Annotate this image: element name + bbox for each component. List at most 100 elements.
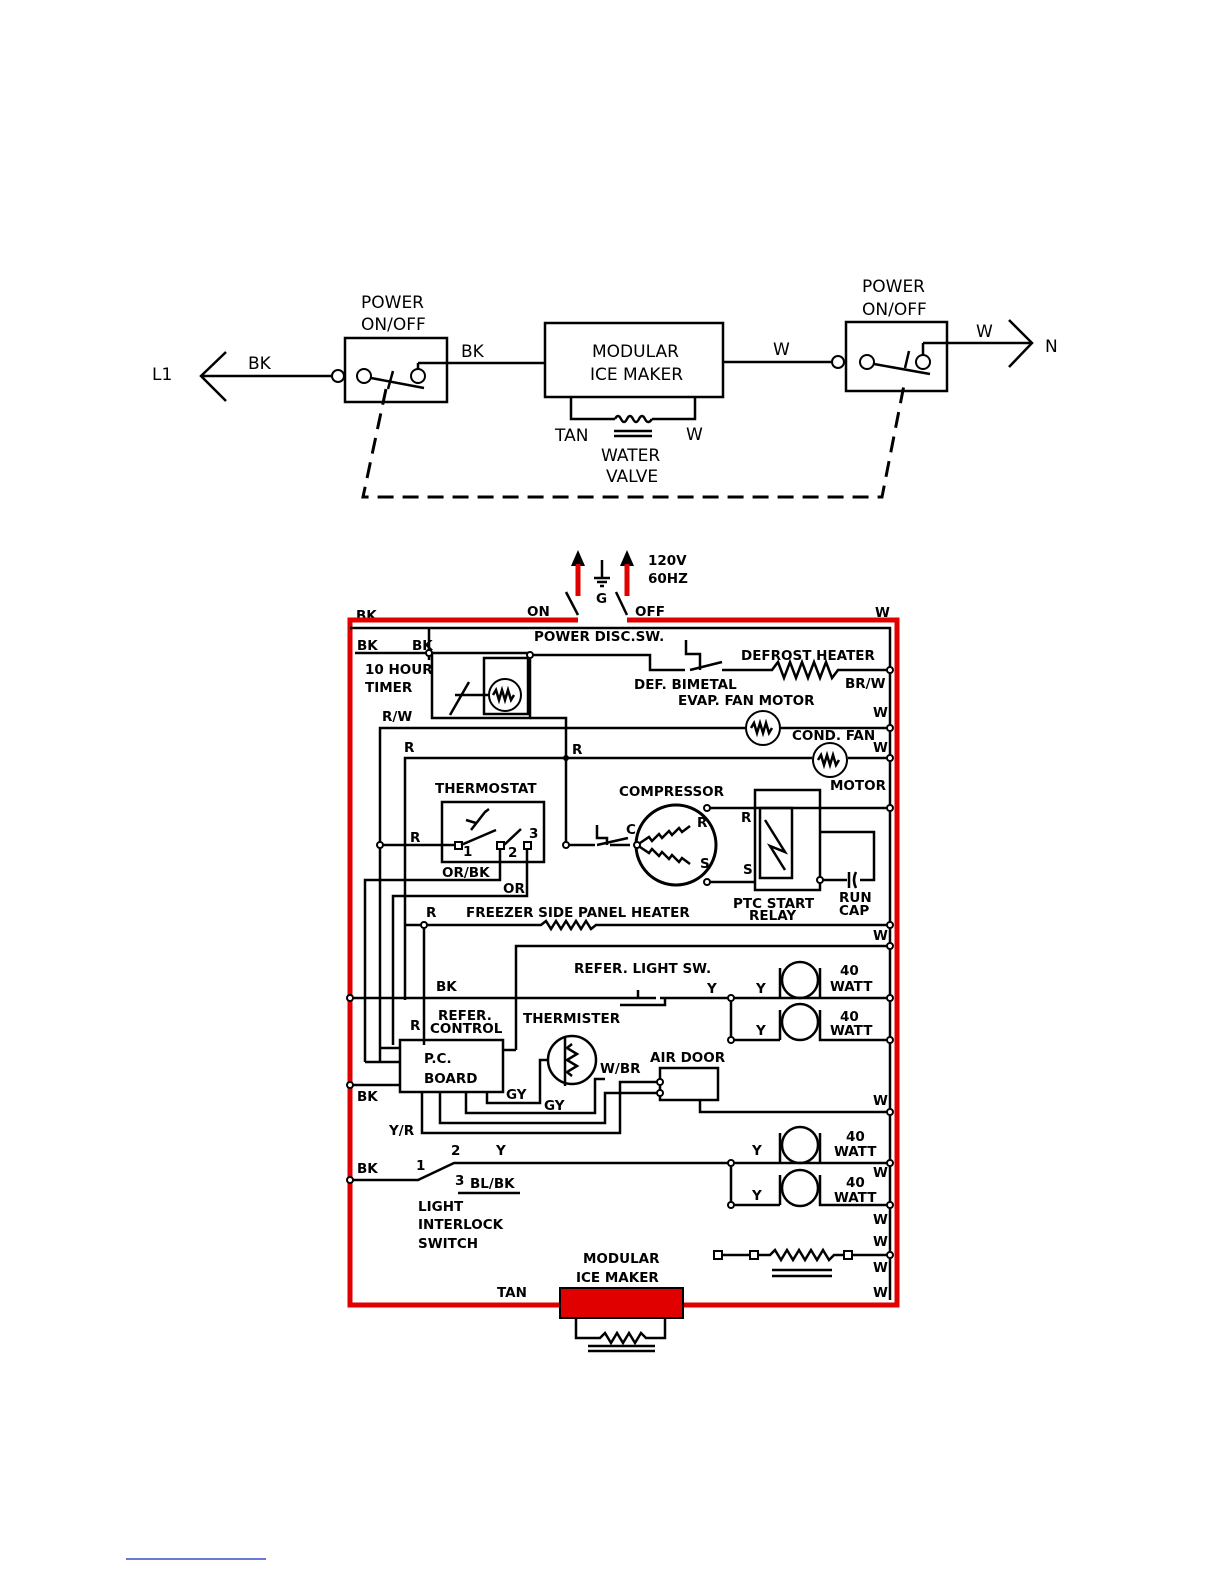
refer-control-label-2: CONTROL xyxy=(430,1021,503,1037)
brw-label: BR/W xyxy=(845,676,886,692)
ls1-label: 1 xyxy=(416,1158,425,1174)
ice-maker-main-label-1: MODULAR xyxy=(583,1251,660,1267)
blbk-label: BL/BK xyxy=(470,1176,515,1192)
cs-label: S xyxy=(700,856,710,872)
watt2-label-2: WATT xyxy=(830,1023,873,1039)
sw-right-label-2: ON/OFF xyxy=(862,300,927,320)
water-valve-label-1: WATER xyxy=(601,446,660,466)
ls3-label: 3 xyxy=(455,1173,464,1189)
defrost-timer xyxy=(430,651,532,720)
r5-label: R xyxy=(410,1018,421,1034)
red-power-loop xyxy=(347,617,900,1308)
on-label: ON xyxy=(527,604,550,620)
cr-label: R xyxy=(697,815,708,831)
runcap-label-2: CAP xyxy=(839,903,869,919)
power-switch-left xyxy=(343,336,449,404)
w-valve-label: W xyxy=(686,425,703,445)
off-label: OFF xyxy=(635,604,665,620)
lamp-3 xyxy=(780,1125,820,1165)
air-door-label: AIR DOOR xyxy=(650,1050,726,1066)
terminal-nodes xyxy=(346,649,894,1259)
water-valve-coil xyxy=(613,414,654,424)
watt1-label-2: WATT xyxy=(830,979,873,995)
light-interlock-label-3: SWITCH xyxy=(418,1236,478,1252)
c-label: C xyxy=(626,822,636,838)
r1-label: R xyxy=(404,740,415,756)
n-label: N xyxy=(1045,337,1058,357)
r2-label: R xyxy=(572,742,583,758)
watt2-label-1: 40 xyxy=(840,1009,859,1025)
sw-left-label-1: POWER xyxy=(361,293,424,313)
w-top-label: W xyxy=(875,605,890,621)
pc-board-label-1: P.C. xyxy=(424,1051,452,1067)
w-r7-label: W xyxy=(873,1234,888,1250)
w-right-label: W xyxy=(976,322,993,342)
evap-fan-label: EVAP. FAN MOTOR xyxy=(678,693,815,709)
ptc-s-label: S xyxy=(743,862,753,878)
runcap-label-1: RUN xyxy=(839,890,872,906)
r4-label: R xyxy=(426,905,437,921)
lamp-1 xyxy=(780,960,820,1000)
sw-right-label-1: POWER xyxy=(862,277,925,297)
bk1-label: BK xyxy=(357,638,378,654)
w-r3-label: W xyxy=(873,928,888,944)
n-arrow xyxy=(1008,319,1034,368)
power-disc-label: POWER DISC.SW. xyxy=(534,629,664,645)
light-interlock-label-1: LIGHT xyxy=(418,1199,464,1215)
thermister xyxy=(546,1034,598,1086)
y1-label: Y xyxy=(706,981,717,997)
tan-label: TAN xyxy=(554,426,588,446)
rw-label: R/W xyxy=(382,709,412,725)
t1-label: 1 xyxy=(463,844,472,860)
ground-label: G xyxy=(596,591,607,607)
refer-control-label-1: REFER. xyxy=(438,1008,492,1024)
l1-label: L1 xyxy=(152,365,172,385)
ice-maker-label-1: MODULAR xyxy=(592,342,679,362)
sw-left-label-2: ON/OFF xyxy=(361,315,426,335)
ls2-label: 2 xyxy=(451,1143,460,1159)
watt3-label-1: 40 xyxy=(846,1129,865,1145)
supply-60hz: 60HZ xyxy=(648,571,688,587)
w-r5-label: W xyxy=(873,1165,888,1181)
w-r6-label: W xyxy=(873,1212,888,1228)
timer-label-1: 10 HOUR xyxy=(365,662,433,678)
gy2-label: GY xyxy=(544,1098,565,1114)
thermostat xyxy=(440,800,546,864)
w-r1-label: W xyxy=(873,705,888,721)
main-schematic: 120V 60HZ G ON OFF BK W BK BK POWER DISC… xyxy=(346,550,900,1353)
ice-maker-label-2: ICE MAKER xyxy=(590,365,683,385)
cond-fan-label: COND. FAN xyxy=(792,728,875,744)
modular-ice-maker-block xyxy=(559,1287,684,1319)
lamp-2 xyxy=(780,1002,820,1042)
ptc-label-1: PTC START xyxy=(733,896,815,912)
bk-mid-label: BK xyxy=(461,342,485,362)
pc-board-label-2: BOARD xyxy=(424,1071,477,1087)
y6-label: Y xyxy=(751,1188,762,1204)
ptc-label-2: RELAY xyxy=(749,908,796,924)
cond-fan-motor xyxy=(812,742,848,778)
w-r9-label: W xyxy=(873,1285,888,1301)
def-bimetal-label: DEF. BIMETAL xyxy=(634,677,737,693)
watt1-label-1: 40 xyxy=(840,963,859,979)
power-switch-right xyxy=(844,320,949,393)
y5-label: Y xyxy=(751,1143,762,1159)
t2-label: 2 xyxy=(508,845,517,861)
evap-fan-motor xyxy=(745,710,781,746)
switch-linkage xyxy=(361,384,906,499)
orbk-label: OR/BK xyxy=(442,865,490,881)
modular-ice-maker-box xyxy=(543,321,725,399)
bk3-label: BK xyxy=(436,979,457,995)
compressor-label: COMPRESSOR xyxy=(619,784,725,800)
ice-maker-main-label-2: ICE MAKER xyxy=(576,1270,659,1286)
top-schematic: L1 BK POWER ON/OFF BK MODULAR ICE MAKER … xyxy=(152,277,1058,499)
supply-120v: 120V xyxy=(648,553,687,569)
r3-label: R xyxy=(410,830,421,846)
defrost-heater-label: DEFROST HEATER xyxy=(741,648,876,664)
bk4-label: BK xyxy=(357,1089,378,1105)
watt4-label-2: WATT xyxy=(834,1190,877,1206)
thermister-label: THERMISTER xyxy=(523,1011,621,1027)
motor-label: MOTOR xyxy=(830,778,887,794)
light-interlock-label-2: INTERLOCK xyxy=(418,1217,504,1233)
t3-label: 3 xyxy=(529,826,538,842)
